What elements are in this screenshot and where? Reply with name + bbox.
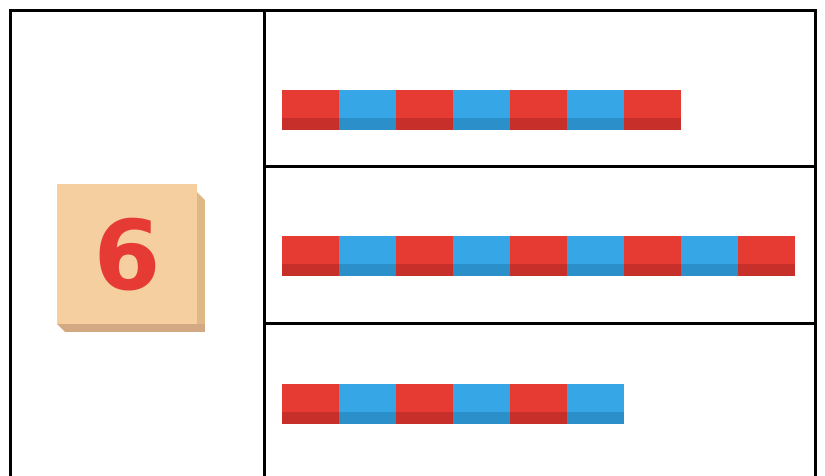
rod-segment-face bbox=[339, 384, 396, 412]
rod-segment-face bbox=[339, 236, 396, 264]
rod-segment-blue bbox=[339, 384, 396, 424]
rod-segment-blue bbox=[453, 384, 510, 424]
number-label: 6 bbox=[57, 184, 197, 324]
rod-segment-blue bbox=[567, 90, 624, 130]
rod-segment-bottom bbox=[453, 264, 510, 276]
rod-segment-bottom bbox=[396, 118, 453, 130]
rod-segment-bottom bbox=[567, 264, 624, 276]
rod-segment-red bbox=[396, 90, 453, 130]
rod-segment-bottom bbox=[567, 412, 624, 424]
number-tile-side bbox=[197, 192, 205, 324]
rod-segment-blue bbox=[567, 384, 624, 424]
rod-segment-bottom bbox=[282, 118, 339, 130]
rod-segment-bottom bbox=[567, 118, 624, 130]
grid-line-row-2 bbox=[263, 322, 817, 325]
rod-segment-red bbox=[282, 90, 339, 130]
rod-segment-face bbox=[453, 90, 510, 118]
rod-segment-blue bbox=[681, 236, 738, 276]
rod-segment-bottom bbox=[339, 412, 396, 424]
rod-segment-bottom bbox=[339, 264, 396, 276]
rod-segment-red bbox=[396, 236, 453, 276]
grid-line-top bbox=[9, 9, 817, 12]
rod-segment-face bbox=[453, 384, 510, 412]
rod-segment-face bbox=[510, 384, 567, 412]
rod-segment-face bbox=[282, 90, 339, 118]
rod-segment-face bbox=[567, 384, 624, 412]
number-rod-1 bbox=[282, 90, 681, 130]
rod-segment-red bbox=[282, 384, 339, 424]
rod-segment-bottom bbox=[453, 118, 510, 130]
rod-segment-bottom bbox=[339, 118, 396, 130]
rod-segment-bottom bbox=[624, 264, 681, 276]
grid-line-right bbox=[814, 9, 817, 476]
rod-segment-blue bbox=[339, 236, 396, 276]
rod-segment-bottom bbox=[510, 264, 567, 276]
number-rod-2 bbox=[282, 236, 795, 276]
rod-segment-blue bbox=[453, 236, 510, 276]
rod-segment-face bbox=[453, 236, 510, 264]
rod-segment-bottom bbox=[681, 264, 738, 276]
rod-segment-red bbox=[510, 384, 567, 424]
rod-segment-face bbox=[339, 90, 396, 118]
rod-segment-bottom bbox=[282, 264, 339, 276]
rod-segment-bottom bbox=[510, 118, 567, 130]
grid-line-left bbox=[9, 9, 12, 476]
rod-segment-red bbox=[282, 236, 339, 276]
rod-segment-face bbox=[396, 384, 453, 412]
rod-segment-face bbox=[681, 236, 738, 264]
number-rod-3 bbox=[282, 384, 624, 424]
rod-segment-red bbox=[738, 236, 795, 276]
rod-segment-blue bbox=[453, 90, 510, 130]
rod-segment-bottom bbox=[738, 264, 795, 276]
rod-segment-blue bbox=[339, 90, 396, 130]
rod-segment-red bbox=[396, 384, 453, 424]
rod-segment-red bbox=[624, 90, 681, 130]
rod-segment-face bbox=[510, 90, 567, 118]
rod-segment-face bbox=[738, 236, 795, 264]
rod-segment-face bbox=[282, 236, 339, 264]
rod-segment-face bbox=[567, 236, 624, 264]
rod-segment-face bbox=[282, 384, 339, 412]
rod-segment-bottom bbox=[396, 412, 453, 424]
rod-segment-bottom bbox=[624, 118, 681, 130]
rod-segment-red bbox=[510, 90, 567, 130]
rod-segment-face bbox=[396, 236, 453, 264]
rod-segment-bottom bbox=[396, 264, 453, 276]
rod-segment-bottom bbox=[282, 412, 339, 424]
grid-line-row-1 bbox=[263, 165, 817, 168]
rod-segment-blue bbox=[567, 236, 624, 276]
rod-segment-face bbox=[624, 90, 681, 118]
rod-segment-face bbox=[567, 90, 624, 118]
rod-segment-red bbox=[624, 236, 681, 276]
number-tile-bottom bbox=[57, 324, 205, 332]
rod-segment-face bbox=[510, 236, 567, 264]
rod-segment-bottom bbox=[510, 412, 567, 424]
rod-segment-bottom bbox=[453, 412, 510, 424]
rod-segment-red bbox=[510, 236, 567, 276]
rod-segment-face bbox=[396, 90, 453, 118]
rod-segment-face bbox=[624, 236, 681, 264]
grid-line-middle bbox=[263, 9, 266, 476]
